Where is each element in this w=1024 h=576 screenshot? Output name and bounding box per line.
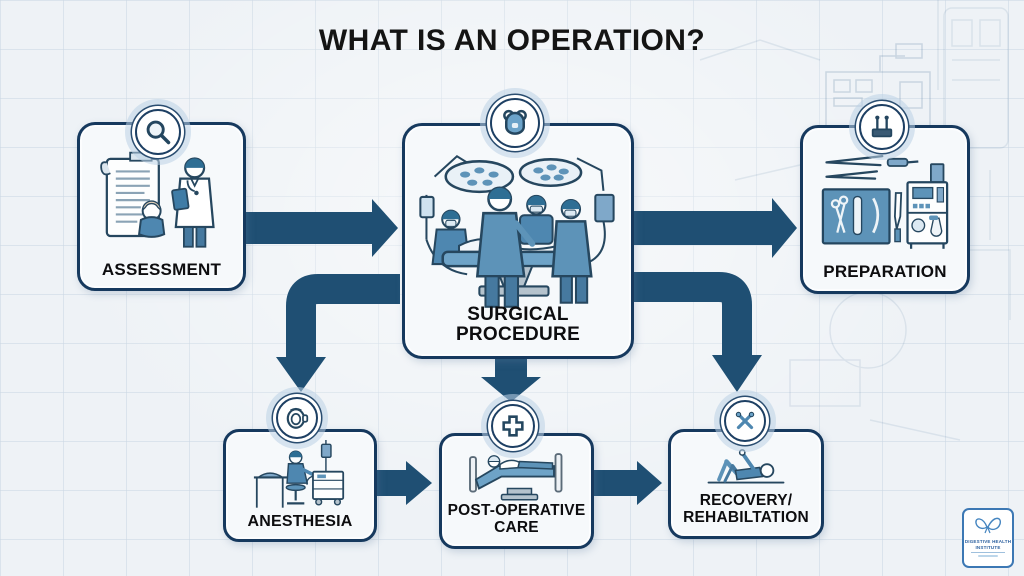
stage-box-recovery-rehabilitation: RECOVERY/ REHABILTATION (668, 429, 824, 539)
crossed-crutches-icon (735, 411, 755, 430)
badge-anesthesia (276, 397, 318, 439)
arrow-surgical-to-postop (481, 356, 541, 402)
digestive-health-institute-logo: DIGESTIVE HEALTH INSTITUTE (962, 508, 1014, 568)
logo-divider (971, 552, 1005, 554)
stage-label-line2: REHABILTATION (683, 508, 809, 526)
stage-box-surgical-procedure: SURGICAL PROCEDURE (402, 123, 634, 359)
post-operative-care-illustration (469, 453, 563, 501)
badge-assessment (135, 109, 181, 155)
arrow-assessment-to-surgical (240, 199, 398, 257)
anesthesia-mask-icon (286, 407, 309, 429)
logo-text-line2: INSTITUTE (975, 544, 1001, 550)
stage-box-anesthesia: ANESTHESIA (223, 429, 377, 542)
surgical-procedure-illustration (419, 154, 615, 308)
butterfly-icon (975, 517, 1001, 534)
page-title: WHAT IS AN OPERATION? (318, 24, 706, 57)
logo-tagline-mark (978, 555, 998, 558)
assessment-illustration (100, 151, 215, 248)
arrow-anesthesia-to-postop (373, 461, 432, 505)
stage-label-line2: CARE (494, 518, 539, 536)
badge-surgical-procedure (490, 98, 540, 148)
medical-cross-icon (502, 415, 524, 437)
stage-label-preparation: PREPARATION (823, 262, 947, 282)
logo-text-line1: DIGESTIVE HEALTH (964, 539, 1012, 544)
arrow-surgical-to-recovery-elbow (630, 272, 752, 358)
arrow-surgical-to-anesthesia-elbow (286, 274, 400, 360)
magnifier-icon (146, 120, 171, 145)
badge-preparation (859, 104, 905, 150)
stage-label-recovery-rehabilitation: RECOVERY/ REHABILTATION (671, 493, 821, 526)
stage-box-post-operative-care: POST-OPERATIVE CARE (439, 433, 594, 549)
stage-box-preparation: PREPARATION (800, 125, 970, 294)
stage-label-line1: POST-OPERATIVE (447, 502, 586, 520)
stage-label-anesthesia: ANESTHESIA (247, 513, 353, 531)
badge-recovery-rehabilitation (724, 400, 766, 442)
preparation-illustration (821, 154, 949, 249)
stage-label-line1: RECOVERY/ (699, 492, 793, 510)
instrument-case-icon (871, 115, 893, 138)
stage-label-surgical-procedure: SURGICAL PROCEDURE (455, 304, 581, 346)
arrow-surgical-to-recovery-head (712, 355, 762, 392)
stage-label-assessment: ASSESSMENT (101, 260, 222, 280)
anesthesia-illustration (253, 440, 345, 508)
stage-label-post-operative-care: POST-OPERATIVE CARE (442, 503, 591, 536)
arrow-surgical-to-anesthesia-head (276, 357, 326, 392)
arrow-surgical-to-preparation (630, 198, 797, 258)
recovery-illustration (707, 449, 785, 484)
surgical-mask-icon (503, 109, 527, 135)
arrow-postop-to-recovery (592, 461, 662, 505)
badge-post-operative-care (491, 404, 535, 448)
